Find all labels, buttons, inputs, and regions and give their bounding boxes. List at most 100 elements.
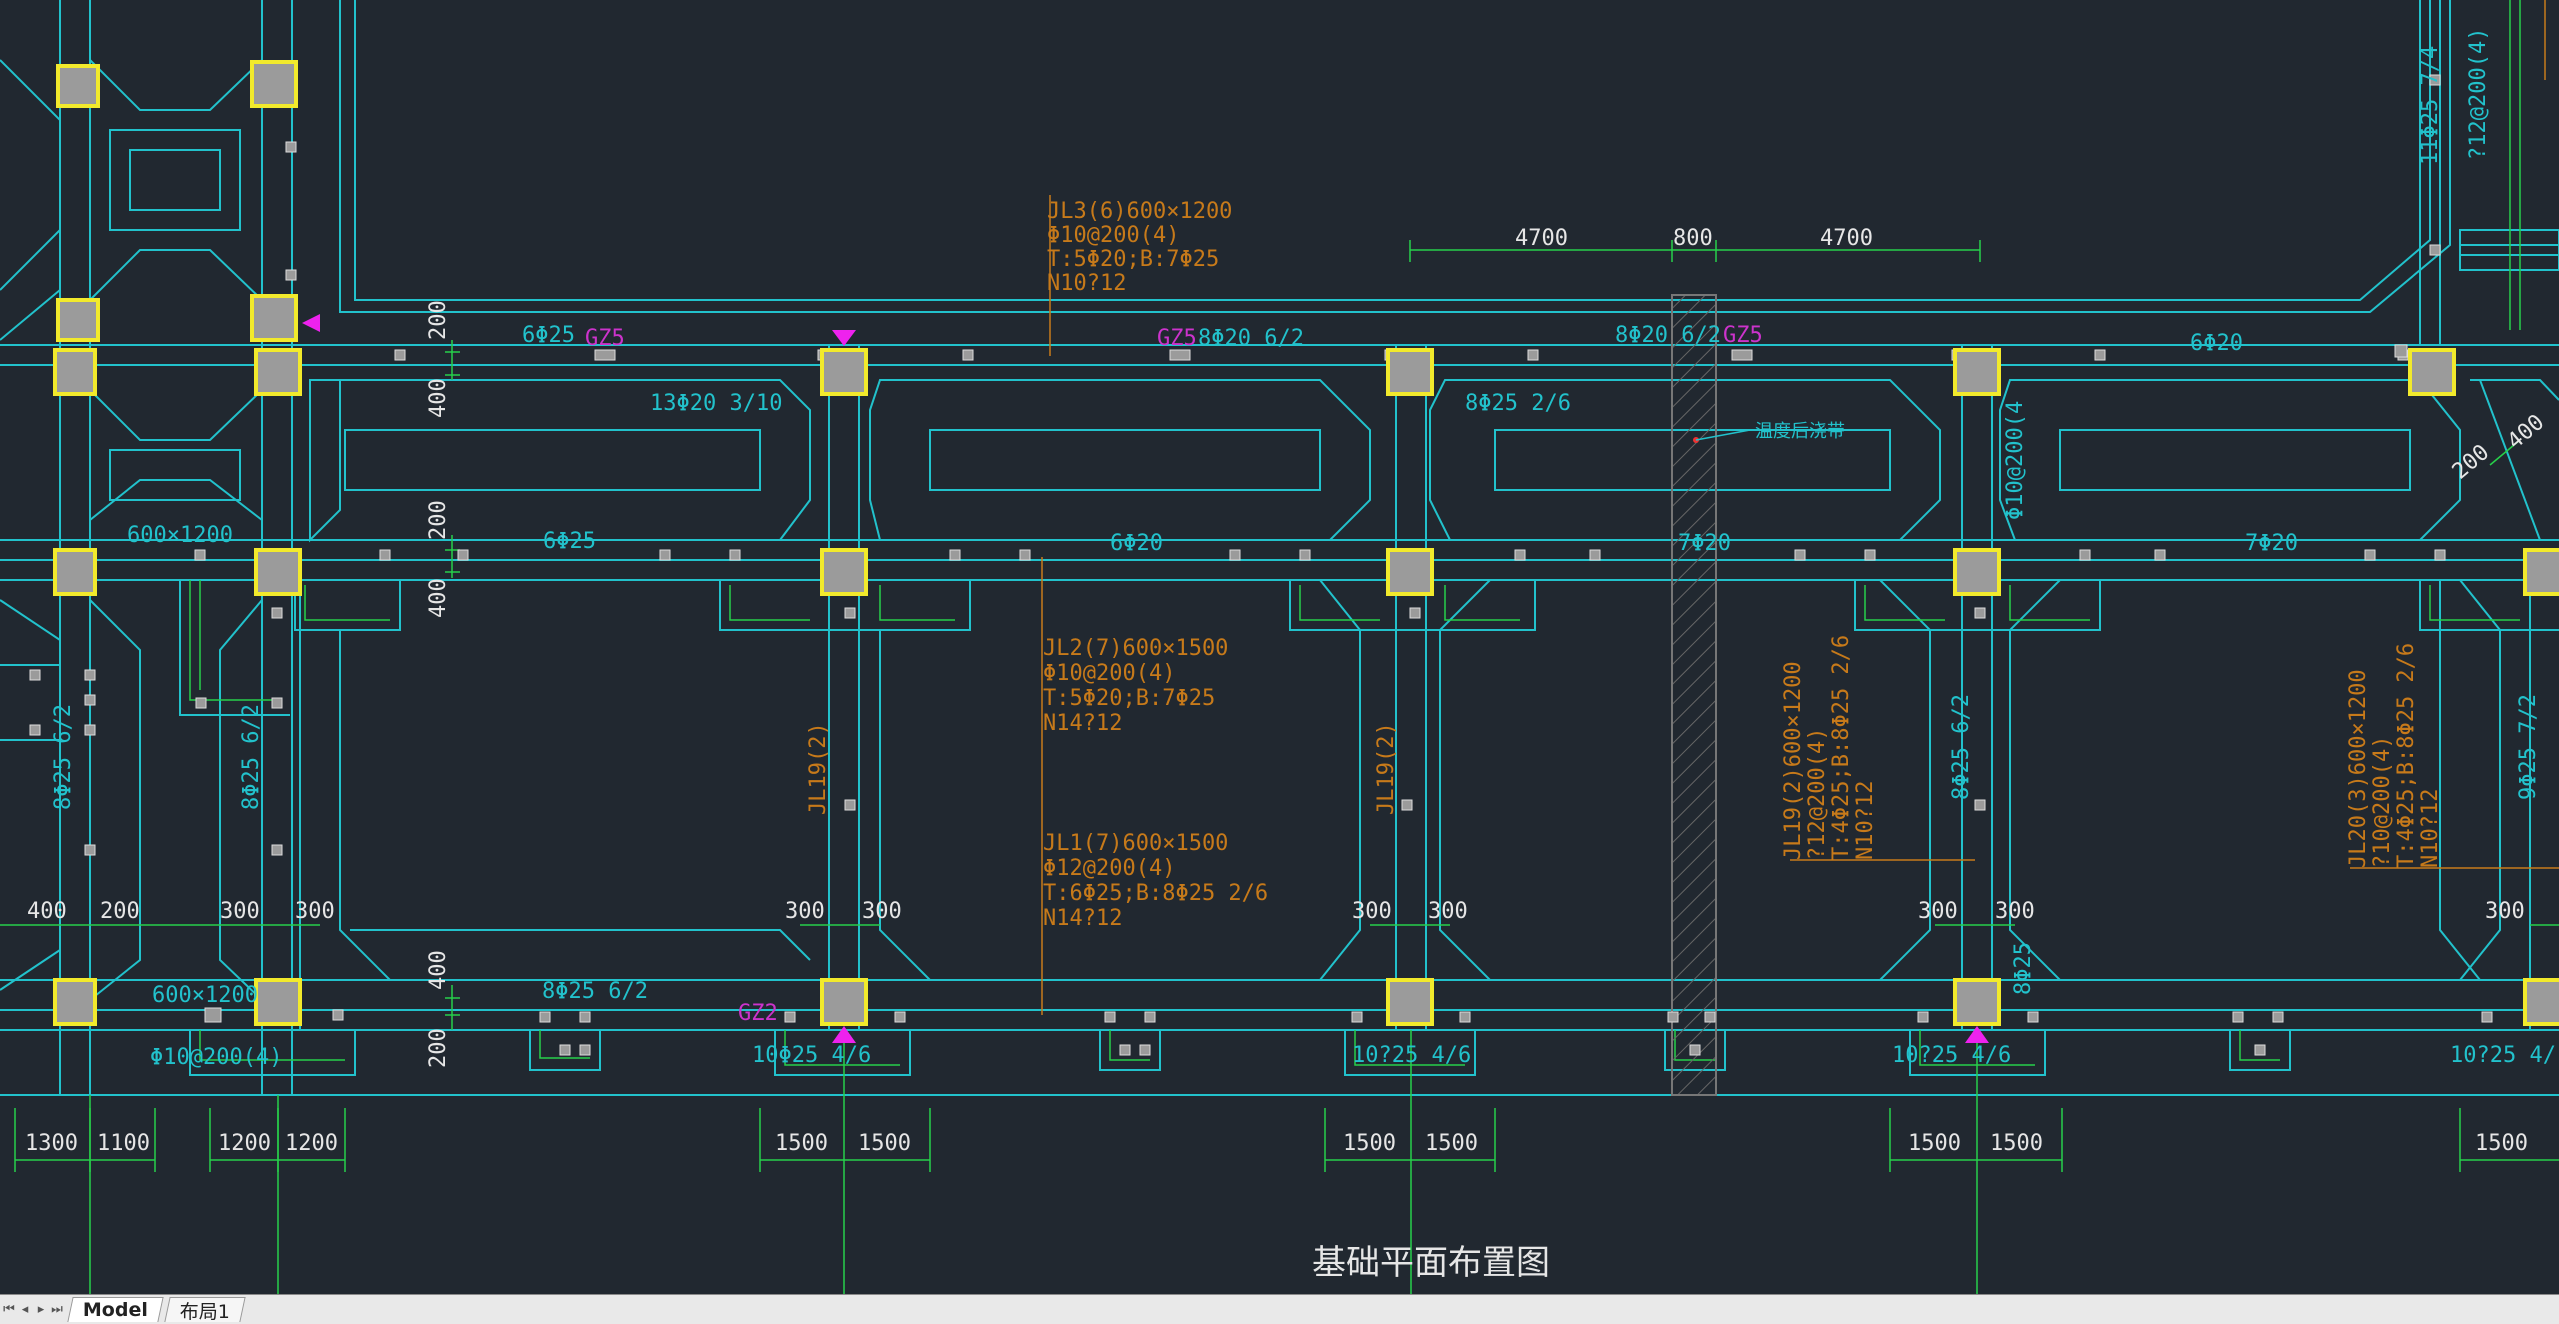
last-layout-icon[interactable]: ⏭ <box>51 1302 63 1317</box>
prev-layout-icon[interactable]: ◂ <box>21 1302 29 1317</box>
rebar-label: 8Φ25 2/6 <box>1465 391 1571 416</box>
dimension-text: 1500 <box>1908 1131 1961 1156</box>
beam-label-jl20-line-4: N10?12 <box>2418 789 2443 868</box>
columns <box>53 60 2559 1026</box>
rebar-label-vertical: 8Φ25 <box>2011 942 2036 995</box>
dimension-text: 300 <box>295 899 335 924</box>
pour-strip-label: 温度后浇带 <box>1755 421 1845 442</box>
dimension-text: 400 <box>426 950 451 990</box>
dimension-text: 200 <box>2448 440 2495 485</box>
dimension-text: 1500 <box>1425 1131 1478 1156</box>
rebar-label: 8Φ25 6/2 <box>542 979 648 1004</box>
rebar-label-vertical: 9Φ25 7/2 <box>2516 694 2541 800</box>
dimension-text: 1200 <box>218 1131 271 1156</box>
rebar-label: 8Φ20 6/2 <box>1615 323 1721 348</box>
next-layout-icon[interactable]: ▸ <box>37 1302 45 1317</box>
beam-label-jl1-line-2: Φ12@200(4) <box>1043 856 1175 881</box>
drawing-title: 基础平面布置图 <box>1312 1243 1550 1283</box>
section-size-label: 600×1200 <box>127 523 233 548</box>
dimension-text: 400 <box>426 378 451 418</box>
dimension-text: 200 <box>100 899 140 924</box>
dimension-text: 400 <box>426 578 451 618</box>
layout-tab-bar: ⏮ ◂ ▸ ⏭ Model 布局1 <box>0 1294 2559 1324</box>
rebar-label-vertical: 8Φ25 6/2 <box>239 704 264 810</box>
rebar-label: 6Φ20 <box>2190 331 2243 356</box>
dimension-text: 200 <box>426 1028 451 1068</box>
dimension-text: 200 <box>426 500 451 540</box>
column-tag: GZ2 <box>738 1001 778 1026</box>
beam-label-jl19-line-2: ?12@200(4) <box>1805 728 1830 860</box>
dimension-text: 300 <box>1918 899 1958 924</box>
dimension-text: 1500 <box>1990 1131 2043 1156</box>
dimension-text: 1500 <box>2475 1131 2528 1156</box>
beam-label-jl2-line-3: T:5Φ20;B:7Φ25 <box>1043 686 1215 711</box>
rebar-label: 7Φ20 <box>1678 531 1731 556</box>
dimension-lines <box>0 240 2559 1172</box>
rebar-label: 7Φ20 <box>2245 531 2298 556</box>
leader-lines <box>1041 0 2559 1015</box>
dimension-text: 1200 <box>285 1131 338 1156</box>
rebar-label: 8Φ20 6/2 <box>1198 326 1304 351</box>
beam-label-jl2-line-1: JL2(7)600×1500 <box>1043 636 1228 661</box>
beam-tag-vertical: JL19(2) <box>806 722 831 815</box>
beam-tag-vertical: JL19(2) <box>1374 722 1399 815</box>
beam-label-jl1-line-4: N14?12 <box>1043 906 1122 931</box>
dimension-text: 300 <box>220 899 260 924</box>
dimension-text: 800 <box>1673 226 1713 251</box>
rebar-label-vertical: Φ10@200(4 <box>2003 401 2028 520</box>
first-layout-icon[interactable]: ⏮ <box>3 1302 15 1317</box>
rebar-lines <box>89 0 2521 1294</box>
rebar-label: 10?25 4/6 <box>1352 1043 1471 1068</box>
dimension-text: 300 <box>785 899 825 924</box>
beam-label-jl3-line-2: Φ10@200(4) <box>1047 223 1179 248</box>
rebar-label: 6Φ20 <box>1110 531 1163 556</box>
anchor-points <box>29 74 2493 1056</box>
dimension-text: 4700 <box>1820 226 1873 251</box>
rebar-label-vertical: 11Φ25 7/4 <box>2418 46 2443 165</box>
tab-model[interactable]: Model <box>67 1297 164 1322</box>
rebar-label: 10?25 4/6 <box>1892 1043 2011 1068</box>
dimension-text: 1300 <box>25 1131 78 1156</box>
rebar-label: 6Φ25 <box>522 323 575 348</box>
beam-label-jl1-line-1: JL1(7)600×1500 <box>1043 831 1228 856</box>
beam-label-jl1-line-3: T:6Φ25;B:8Φ25 2/6 <box>1043 881 1268 906</box>
beam-label-jl2-line-2: Φ10@200(4) <box>1043 661 1175 686</box>
dimension-text: 300 <box>1995 899 2035 924</box>
beam-label-jl19-line-1: JL19(2)600×1200 <box>1781 661 1806 860</box>
stirrup-label: Φ10@200(4) <box>150 1045 282 1070</box>
beam-label-jl3-line-3: T:5Φ20;B:7Φ25 <box>1047 247 1219 272</box>
section-size-label: 600×1200 <box>152 983 258 1008</box>
beam-label-jl3-line-4: N10?12 <box>1047 271 1126 296</box>
rebar-label: 10?25 4/ <box>2450 1043 2556 1068</box>
beam-label-jl20-line-3: T:4Φ25;B:8Φ25 2/6 <box>2394 643 2419 868</box>
rebar-label: 6Φ25 <box>543 529 596 554</box>
dimension-text: 300 <box>2485 899 2525 924</box>
dimension-text: 300 <box>1352 899 1392 924</box>
foundation-beams <box>0 0 2559 1096</box>
dimension-text: 1500 <box>858 1131 911 1156</box>
dimension-text: 4700 <box>1515 226 1568 251</box>
rebar-label-vertical: ?12@200(4) <box>2466 28 2491 160</box>
dimension-text: 300 <box>862 899 902 924</box>
pour-strip <box>1671 294 1751 1096</box>
beam-label-jl20-line-2: ?10@200(4) <box>2370 736 2395 868</box>
dimension-text: 1500 <box>1343 1131 1396 1156</box>
rebar-label-vertical: 8Φ25 6/2 <box>1949 694 1974 800</box>
beam-label-jl3-line-1: JL3(6)600×1200 <box>1047 199 1232 224</box>
dimension-text: 300 <box>1428 899 1468 924</box>
section-markers <box>302 314 1989 1043</box>
drawing-canvas[interactable]: JL3(6)600×1200 Φ10@200(4) T:5Φ20;B:7Φ25 … <box>0 0 2559 1294</box>
rebar-label-vertical: 8Φ25 6/2 <box>51 704 76 810</box>
beam-label-jl19-line-4: N10?12 <box>1853 781 1878 860</box>
tab-layout1[interactable]: 布局1 <box>164 1297 246 1323</box>
beam-label-jl2-line-4: N14?12 <box>1043 711 1122 736</box>
column-tag: GZ5 <box>1723 323 1763 348</box>
rebar-label: 10Φ25 4/6 <box>752 1043 871 1068</box>
dimension-text: 1100 <box>97 1131 150 1156</box>
column-tag: GZ5 <box>585 326 625 351</box>
dimension-text: 200 <box>426 300 451 340</box>
dimension-text: 400 <box>27 899 67 924</box>
column-tag: GZ5 <box>1157 326 1197 351</box>
rebar-label: 13Φ20 3/10 <box>650 391 782 416</box>
beam-label-jl19-line-3: T:4Φ25;B:8Φ25 2/6 <box>1829 635 1854 860</box>
